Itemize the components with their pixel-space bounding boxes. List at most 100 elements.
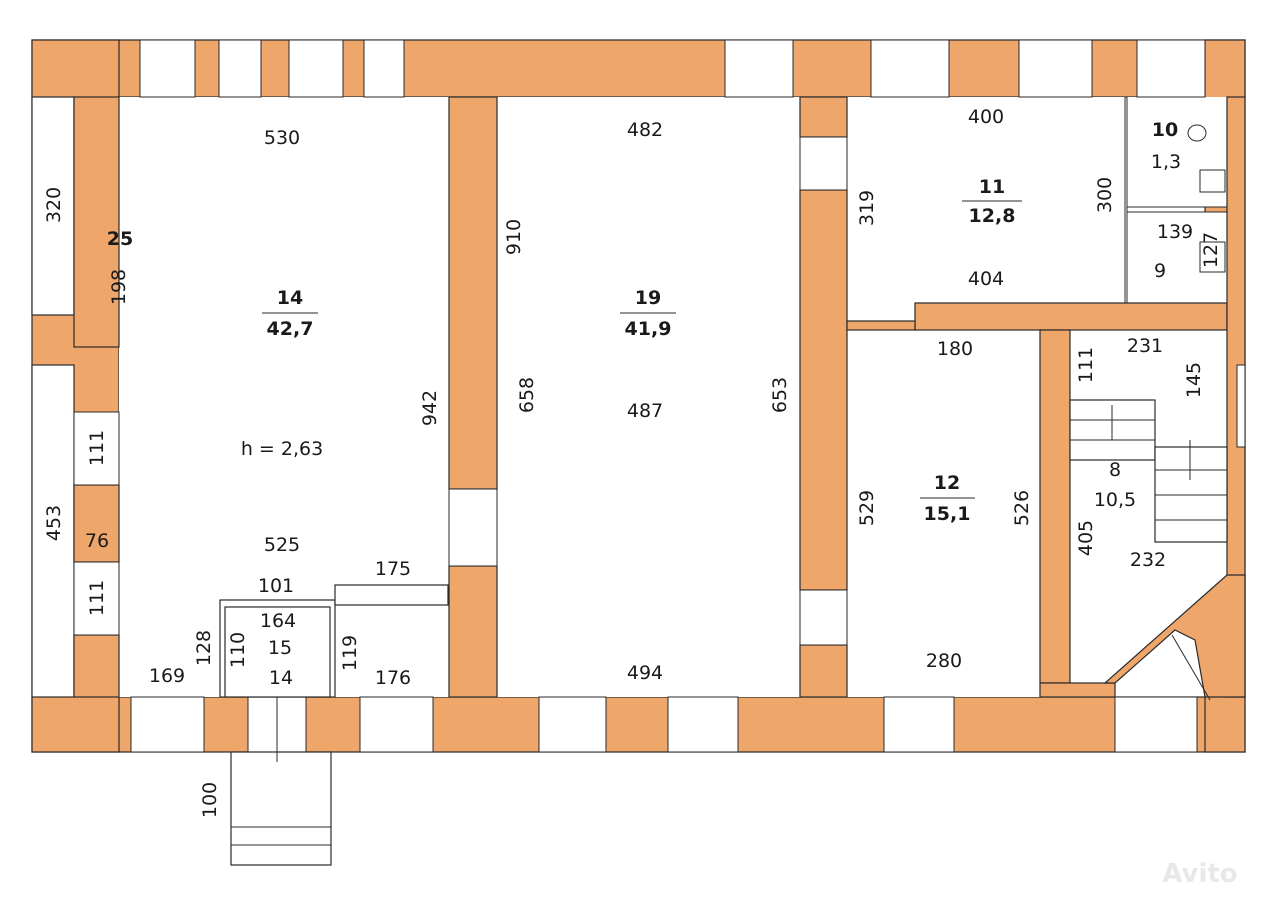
- west-window-1: [73, 411, 120, 486]
- window-s4: [667, 696, 739, 753]
- wall-14-19-upper: [448, 96, 498, 490]
- wall-14-19-lower: [448, 565, 498, 698]
- wall-12-8: [1039, 329, 1071, 684]
- window-s3: [538, 696, 607, 753]
- sink-icon: [1199, 169, 1226, 193]
- dim-300: 300: [1094, 177, 1116, 213]
- dim-100: 100: [199, 782, 221, 818]
- dim-530: 530: [264, 127, 300, 149]
- dim-101: 101: [258, 575, 294, 597]
- wall-corner-diagonal: [1103, 574, 1246, 698]
- window-s5: [883, 696, 955, 753]
- dim-910: 910: [503, 219, 525, 255]
- wall-8-south: [1039, 682, 1116, 698]
- dim-111-lower: 111: [86, 580, 108, 616]
- wall-19-11-top: [799, 96, 848, 138]
- dim-145: 145: [1183, 362, 1205, 398]
- dim-127: 127: [1200, 232, 1222, 268]
- wall-19-east: [799, 189, 848, 591]
- dim-198: 198: [108, 269, 130, 305]
- window-n8: [1136, 39, 1206, 98]
- room-10-area: 1,3: [1151, 151, 1181, 173]
- west-recesses: [31, 96, 120, 698]
- dim-139: 139: [1157, 221, 1193, 243]
- dim-169: 169: [149, 665, 185, 687]
- dim-453: 453: [43, 505, 65, 541]
- room-12-number: 12: [934, 472, 960, 494]
- window-n1: [139, 39, 196, 98]
- dim-405: 405: [1075, 520, 1097, 556]
- room-14-ledge: [334, 584, 449, 606]
- dim-320: 320: [43, 187, 65, 223]
- room-19-floor: [497, 97, 800, 697]
- dim-111-stair: 111: [1075, 347, 1097, 383]
- door-14-19: [448, 488, 498, 567]
- dim-658: 658: [516, 377, 538, 413]
- room-11-number: 11: [979, 176, 1005, 198]
- west-inner-wall-upper: [73, 96, 120, 348]
- west-pier-low: [73, 634, 120, 698]
- dim-14: 14: [269, 667, 293, 689]
- room-10-number: 10: [1152, 119, 1178, 141]
- room-9-floor: [1127, 212, 1227, 303]
- window-s2: [359, 696, 434, 753]
- toilet-icon: [1187, 124, 1207, 142]
- door-s6: [1114, 696, 1198, 753]
- window-n2: [218, 39, 262, 98]
- dim-487: 487: [627, 400, 663, 422]
- dim-525: 525: [264, 534, 300, 556]
- room-12-area: 15,1: [924, 503, 971, 525]
- dim-119: 119: [339, 635, 361, 671]
- dim-176: 176: [375, 667, 411, 689]
- horizontal-dimensions: 530 525 101 175 164 14 169 176 482 487 4…: [85, 106, 1193, 689]
- room-8-number: 8: [1109, 459, 1121, 481]
- room-10-floor: [1127, 97, 1227, 207]
- dim-76: 76: [85, 530, 109, 552]
- wall-11-12-stub: [846, 320, 916, 331]
- fixtures: [1187, 124, 1226, 273]
- dim-164: 164: [260, 610, 296, 632]
- wall-19-east-low: [799, 644, 848, 698]
- room-9-number: 9: [1154, 260, 1166, 282]
- room-15-inner: [224, 606, 331, 698]
- dim-529: 529: [856, 490, 878, 526]
- room-19-area: 41,9: [625, 318, 672, 340]
- window-n3: [288, 39, 344, 98]
- porch: [230, 751, 332, 866]
- room-19-number: 19: [635, 287, 661, 309]
- shower-icon: [1199, 241, 1226, 273]
- dim-110: 110: [227, 632, 249, 668]
- door-19-11: [799, 136, 848, 191]
- west-window-2: [73, 561, 120, 636]
- wall-11-10: [1124, 96, 1128, 304]
- dim-653: 653: [769, 377, 791, 413]
- ceiling-height: h = 2,63: [241, 438, 323, 460]
- west-pier: [73, 484, 120, 563]
- dim-494: 494: [627, 662, 663, 684]
- room-15-number: 15: [268, 637, 292, 659]
- dim-942: 942: [419, 390, 441, 426]
- room-25-number: 25: [107, 228, 133, 250]
- staircase: [1069, 399, 1228, 701]
- north-windows: [139, 39, 1206, 98]
- stair-diag-rail: [1171, 634, 1211, 701]
- dim-400: 400: [968, 106, 1004, 128]
- dim-526: 526: [1011, 490, 1033, 526]
- room-8-area: 10,5: [1094, 489, 1136, 511]
- south-wall: [31, 696, 1246, 753]
- room-12-floor: [847, 330, 1040, 697]
- dim-231: 231: [1127, 335, 1163, 357]
- dim-232: 232: [1130, 549, 1166, 571]
- window-n7: [1018, 39, 1093, 98]
- vestibule: [219, 584, 449, 866]
- dim-482: 482: [627, 119, 663, 141]
- room-14-area: 42,7: [267, 318, 314, 340]
- vertical-dimensions: 320 198 111 111 453 942 128 110 119 100 …: [43, 177, 1222, 818]
- room-labels: 14 42,7 19 41,9 11 12,8 12 15,1 10 1,3 9…: [107, 119, 1181, 659]
- window-n6: [870, 39, 950, 98]
- window-n5: [724, 39, 794, 98]
- partitions: [448, 96, 1246, 698]
- window-s1: [130, 696, 205, 753]
- dim-111-upper: 111: [86, 430, 108, 466]
